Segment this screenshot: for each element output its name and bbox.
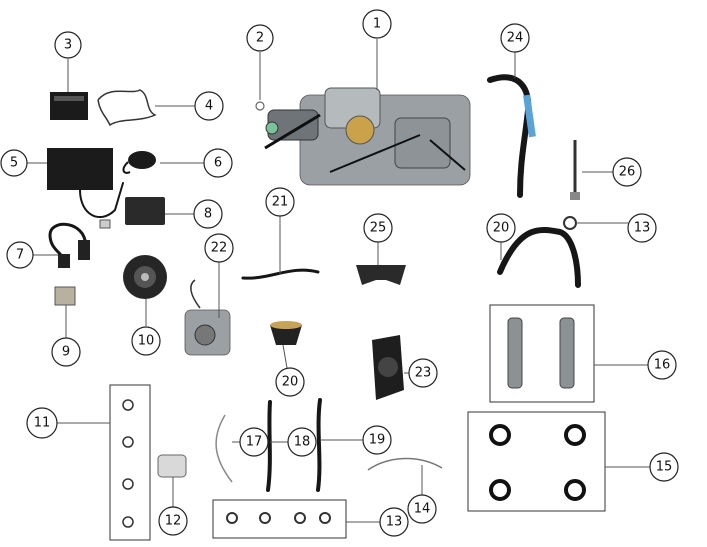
callout-18: 18 xyxy=(287,427,317,457)
svg-text:17: 17 xyxy=(246,435,263,450)
svg-text:15: 15 xyxy=(656,460,673,475)
callout-6: 6 xyxy=(203,148,233,178)
callout-10: 10 xyxy=(131,326,161,356)
frame-11 xyxy=(109,384,151,541)
callout-1: 1 xyxy=(362,9,392,39)
y-pipe-part xyxy=(497,226,581,288)
callout-25: 25 xyxy=(363,213,393,243)
callout-4: 4 xyxy=(194,91,224,121)
callout-7: 7 xyxy=(6,241,34,269)
svg-text:22: 22 xyxy=(211,241,228,256)
svg-text:1: 1 xyxy=(373,17,381,32)
svg-text:20: 20 xyxy=(493,221,510,236)
cdi-part xyxy=(47,148,124,229)
callout-5: 5 xyxy=(0,149,28,177)
callout-11: 11 xyxy=(26,407,58,439)
battery-part xyxy=(50,92,88,120)
filter-canister-part xyxy=(157,454,187,478)
hose-clamps-part xyxy=(489,424,586,501)
wiring-harness-part xyxy=(97,89,157,127)
callout-24: 24 xyxy=(500,23,530,53)
horn-part xyxy=(123,255,167,299)
svg-text:23: 23 xyxy=(415,366,432,381)
callout-8: 8 xyxy=(193,199,223,229)
callout-2: 2 xyxy=(246,24,274,52)
exhaust-pipe-part xyxy=(487,74,536,198)
air-filter-part xyxy=(270,321,302,345)
svg-text:10: 10 xyxy=(138,334,155,349)
o-ring-part xyxy=(255,101,265,111)
callout-3: 3 xyxy=(54,31,82,59)
callout-23: 23 xyxy=(408,358,438,388)
bracket-part xyxy=(356,265,406,285)
cooling-fan-part xyxy=(372,335,404,400)
svg-text:11: 11 xyxy=(34,416,51,431)
svg-text:25: 25 xyxy=(370,221,387,236)
callout-22: 22 xyxy=(204,233,234,263)
hose-19-part xyxy=(316,398,322,492)
svg-text:9: 9 xyxy=(62,345,70,360)
svg-text:26: 26 xyxy=(619,165,636,180)
small-clamps-part xyxy=(122,399,134,528)
starter-relay-part xyxy=(54,286,76,306)
ignition-coil-part xyxy=(48,222,90,268)
callout-17: 17 xyxy=(239,427,269,457)
callout-13-lower: 13 xyxy=(379,507,409,537)
svg-text:3: 3 xyxy=(64,38,72,53)
svg-text:5: 5 xyxy=(10,156,18,171)
callout-13-upper: 13 xyxy=(627,213,657,243)
svg-text:14: 14 xyxy=(414,502,431,517)
callout-21: 21 xyxy=(265,187,295,217)
clamps-13-part xyxy=(226,512,331,524)
svg-text:7: 7 xyxy=(16,248,24,263)
callout-26: 26 xyxy=(612,157,642,187)
svg-text:16: 16 xyxy=(654,358,671,373)
callout-16: 16 xyxy=(647,350,677,380)
callout-15: 15 xyxy=(649,452,679,482)
svg-text:8: 8 xyxy=(204,207,212,222)
svg-text:24: 24 xyxy=(507,31,524,46)
svg-text:4: 4 xyxy=(205,99,213,114)
wire-14-part xyxy=(367,457,443,471)
svg-text:13: 13 xyxy=(634,221,651,236)
svg-text:21: 21 xyxy=(272,195,289,210)
callout-14: 14 xyxy=(407,494,437,524)
shock-absorbers-part xyxy=(507,317,575,389)
svg-text:13: 13 xyxy=(386,515,403,530)
svg-text:12: 12 xyxy=(165,514,182,529)
callout-9: 9 xyxy=(51,337,81,367)
svg-text:2: 2 xyxy=(256,31,264,46)
svg-text:18: 18 xyxy=(294,435,311,450)
callout-20-upper: 20 xyxy=(486,213,516,243)
callout-20-lower: 20 xyxy=(275,367,305,397)
carburetor-part xyxy=(184,279,231,356)
frame-16 xyxy=(489,304,595,403)
frame-13 xyxy=(212,499,347,539)
svg-text:19: 19 xyxy=(369,433,386,448)
hose-18-part xyxy=(266,400,272,492)
clamp-part xyxy=(563,216,577,230)
svg-text:6: 6 xyxy=(214,156,222,171)
bolt-part xyxy=(570,140,580,200)
engine-part xyxy=(264,87,471,186)
hose-17-part xyxy=(215,414,233,483)
leader-lines xyxy=(27,39,650,523)
ignition-switch-part xyxy=(122,151,156,174)
frame-15 xyxy=(467,411,606,512)
callout-19: 19 xyxy=(362,425,392,455)
relay-part xyxy=(125,197,165,225)
callout-12: 12 xyxy=(158,506,188,536)
svg-text:20: 20 xyxy=(282,375,299,390)
